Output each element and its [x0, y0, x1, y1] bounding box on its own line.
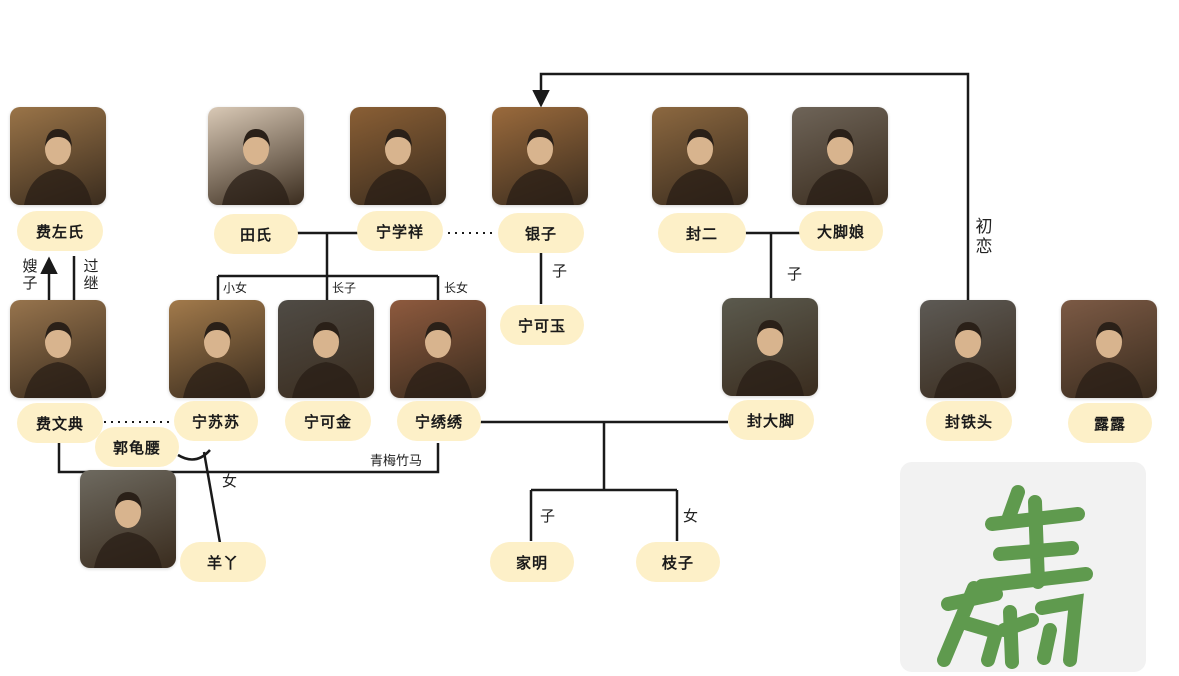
photo-feng-er	[652, 107, 748, 205]
label-son-jiaming: 子	[540, 507, 556, 525]
name-fei-zuo-shi: 费左氏	[17, 211, 103, 251]
label-childhood-sweethearts: 青梅竹马	[370, 454, 423, 469]
portrait-figure	[1075, 322, 1143, 398]
portrait-figure	[24, 129, 92, 205]
portrait-figure	[94, 492, 162, 568]
photo-da-jiao-niang	[792, 107, 888, 205]
photo-ning-xiu-xiu	[390, 300, 486, 398]
photo-guo-gui-yao	[80, 470, 176, 568]
name-feng-da-jiao: 封大脚	[728, 400, 814, 440]
name-jia-ming: 家明	[490, 542, 574, 582]
photo-fei-wen-dian	[10, 300, 106, 398]
guoguiyao-ningsusu-link	[177, 449, 211, 461]
label-son-fenger: 子	[787, 265, 803, 283]
label-adopted: 过继	[83, 257, 99, 293]
portrait-figure	[404, 322, 472, 398]
to-yangya-line	[202, 451, 222, 544]
name-yang-ya: 羊丫	[180, 542, 266, 582]
portrait-figure	[183, 322, 251, 398]
name-zhi-zi: 枝子	[636, 542, 720, 582]
name-feng-tie-tou: 封铁头	[926, 401, 1012, 441]
name-fei-wen-dian: 费文典	[17, 403, 103, 443]
label-sister-in-law: 嫂子	[22, 257, 38, 293]
label-youngest-daughter: 小女	[223, 281, 248, 295]
name-ning-ke-yu: 宁可玉	[500, 305, 584, 345]
photo-feng-da-jiao	[722, 298, 818, 396]
photo-feng-tie-tou	[920, 300, 1016, 398]
portrait-figure	[666, 129, 734, 205]
photo-ning-xue-xiang	[350, 107, 446, 205]
photo-ning-ke-jin	[278, 300, 374, 398]
photo-fei-zuo-shi	[10, 107, 106, 205]
portrait-figure	[934, 322, 1002, 398]
name-ning-xiu-xiu: 宁绣绣	[397, 401, 481, 441]
label-daughter-yangya: 女	[222, 472, 238, 490]
photo-ning-su-su	[169, 300, 265, 398]
photo-lu-lu	[1061, 300, 1157, 398]
label-daughter-zhizi: 女	[683, 507, 699, 525]
name-yin-zi: 银子	[498, 213, 584, 253]
name-feng-er: 封二	[658, 213, 746, 253]
label-first-love: 初恋	[975, 217, 993, 257]
name-ning-ke-jin: 宁可金	[285, 401, 371, 441]
portrait-figure	[806, 129, 874, 205]
relationship-lines	[40, 72, 970, 544]
photo-tian-shi	[208, 107, 304, 205]
portrait-figure	[24, 322, 92, 398]
portrait-figure	[506, 129, 574, 205]
portrait-figure	[292, 322, 360, 398]
name-ning-xue-xiang: 宁学祥	[357, 211, 443, 251]
name-da-jiao-niang: 大脚娘	[799, 211, 883, 251]
name-ning-su-su: 宁苏苏	[174, 401, 258, 441]
label-son-yinzi: 子	[552, 262, 568, 280]
name-tian-shi: 田氏	[214, 214, 298, 254]
name-lu-lu: 露露	[1068, 403, 1152, 443]
label-eldest-son: 长子	[332, 281, 357, 295]
photo-yin-zi	[492, 107, 588, 205]
wanwusheng-logo	[900, 462, 1146, 672]
label-eldest-daughter: 长女	[444, 281, 469, 295]
portrait-figure	[736, 320, 804, 396]
portrait-figure	[364, 129, 432, 205]
name-guo-gui-yao: 郭龟腰	[95, 427, 179, 467]
family-tree-diagram: 费左氏 田氏 宁学祥 银子 封二 大脚娘 费文典 宁苏苏 宁可金 宁绣绣 宁可玉…	[10, 72, 1157, 672]
first-love-arrow-line	[532, 72, 970, 300]
portrait-figure	[222, 129, 290, 205]
childhood-sweethearts-line	[57, 443, 440, 474]
wanwusheng-calligraphy-icon	[937, 485, 1093, 669]
